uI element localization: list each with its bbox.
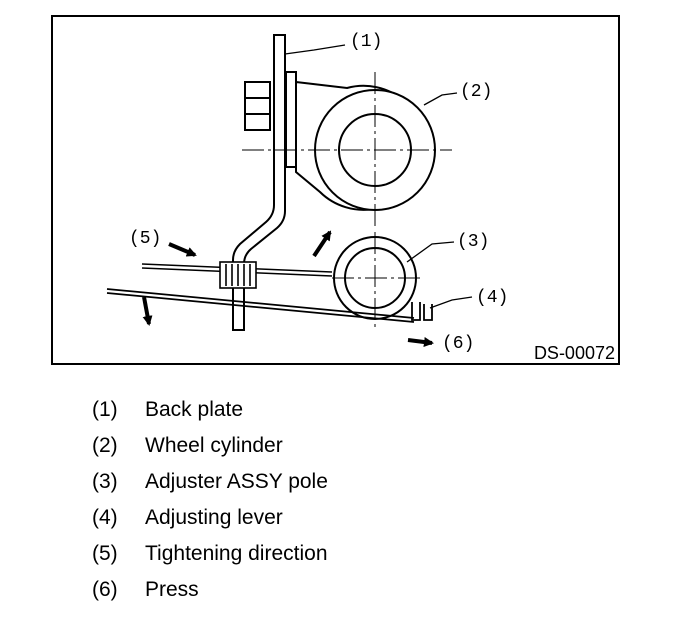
press-arrow	[407, 337, 434, 347]
legend-label: Back plate	[145, 398, 244, 421]
spring-clip	[219, 261, 257, 289]
legend-list: (1) Back plate (2) Wheel cylinder (3) Adjus…	[92, 392, 328, 608]
direction-arrows	[142, 230, 434, 347]
upward-arrow	[312, 230, 332, 258]
legend-number: (3)	[92, 470, 118, 493]
adjusting-lever	[106, 288, 433, 323]
diagram-figure: (1) (2) (3) (4) (5) (6) DS-00072	[51, 15, 620, 365]
legend-label: Adjuster ASSY pole	[145, 470, 328, 493]
legend-number: (6)	[92, 578, 118, 601]
legend-label: Press	[145, 578, 199, 601]
legend-item: (1) Back plate	[92, 392, 328, 428]
callout-6: (6)	[442, 334, 474, 354]
diagram-drawing: (1) (2) (3) (4) (5) (6) DS-00072	[106, 32, 615, 363]
legend-item: (2) Wheel cylinder	[92, 428, 328, 464]
legend-item: (4) Adjusting lever	[92, 500, 328, 536]
leader-lines	[284, 44, 473, 309]
callout-5: (5)	[129, 229, 161, 249]
callout-3: (3)	[457, 232, 489, 252]
legend-label: Adjusting lever	[145, 506, 283, 529]
legend-number: (4)	[92, 506, 118, 529]
legend-item: (6) Press	[92, 572, 328, 608]
figure-id: DS-00072	[534, 343, 615, 363]
tightening-arrow	[168, 242, 197, 257]
legend-number: (1)	[92, 398, 118, 421]
wheel-cylinder	[242, 72, 452, 230]
legend-item: (5) Tightening direction	[92, 536, 328, 572]
callout-2: (2)	[460, 82, 492, 102]
callout-1: (1)	[350, 32, 382, 52]
legend-label: Tightening direction	[145, 542, 328, 565]
legend-label: Wheel cylinder	[145, 434, 283, 457]
downward-arrow	[142, 296, 153, 326]
callout-4: (4)	[476, 288, 508, 308]
legend-number: (2)	[92, 434, 118, 457]
legend-number: (5)	[92, 542, 118, 565]
legend-item: (3) Adjuster ASSY pole	[92, 464, 328, 500]
callout-labels: (1) (2) (3) (4) (5) (6)	[129, 32, 508, 354]
